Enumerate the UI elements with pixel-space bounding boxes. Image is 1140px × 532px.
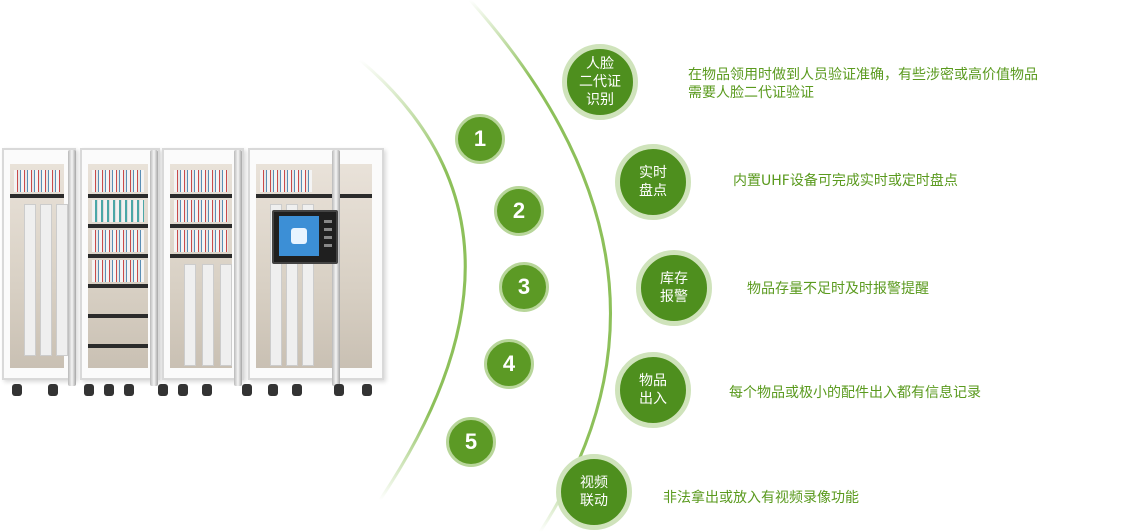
- feature-desc-line: 每个物品或极小的配件出入都有信息记录: [729, 385, 981, 401]
- step-number-4: 4: [484, 339, 534, 389]
- feature-desc-line: 需要人脸二代证验证: [688, 85, 814, 101]
- feature-title-line: 人脸: [586, 56, 614, 72]
- inner-arc: [359, 58, 467, 501]
- feature-face-id: 人脸 二代证 识别: [562, 44, 638, 120]
- cabinet-panel: [248, 148, 384, 380]
- feature-title-line: 报警: [660, 289, 688, 305]
- feature-desc-item-in-out: 每个物品或极小的配件出入都有信息记录: [729, 384, 981, 402]
- step-number-1: 1: [455, 114, 505, 164]
- touch-screen: [272, 210, 338, 264]
- feature-title-line: 物品: [639, 373, 667, 389]
- smart-cabinet-image: [2, 140, 386, 400]
- cabinet-panel: [162, 148, 244, 380]
- cabinet-panel: [80, 148, 160, 380]
- feature-desc-realtime-inventory: 内置UHF设备可完成实时或定时盘点: [733, 172, 958, 190]
- feature-desc-face-id: 在物品领用时做到人员验证准确，有些涉密或高价值物品 需要人脸二代证验证: [688, 66, 1038, 102]
- feature-stock-alarm: 库存 报警: [636, 250, 712, 326]
- feature-desc-stock-alarm: 物品存量不足时及时报警提醒: [747, 280, 929, 298]
- feature-desc-line: 在物品领用时做到人员验证准确，有些涉密或高价值物品: [688, 67, 1038, 83]
- step-number-5: 5: [446, 417, 496, 467]
- feature-title-line: 实时: [639, 165, 667, 181]
- feature-desc-line: 内置UHF设备可完成实时或定时盘点: [733, 173, 958, 189]
- feature-title-line: 库存: [660, 271, 688, 287]
- feature-title-line: 识别: [586, 92, 614, 108]
- feature-desc-line: 物品存量不足时及时报警提醒: [747, 281, 929, 297]
- feature-item-in-out: 物品 出入: [615, 352, 691, 428]
- step-number-2: 2: [494, 186, 544, 236]
- feature-desc-video-link: 非法拿出或放入有视频录像功能: [663, 489, 859, 507]
- feature-realtime-inventory: 实时 盘点: [615, 144, 691, 220]
- feature-desc-line: 非法拿出或放入有视频录像功能: [663, 490, 859, 506]
- feature-title-line: 出入: [639, 391, 667, 407]
- step-number-3: 3: [499, 262, 549, 312]
- feature-video-link: 视频 联动: [556, 454, 632, 530]
- feature-title-line: 视频: [580, 475, 608, 491]
- cabinet-panel: [2, 148, 76, 380]
- feature-title-line: 二代证: [579, 74, 621, 90]
- feature-title-line: 盘点: [639, 183, 667, 199]
- feature-title-line: 联动: [580, 493, 608, 509]
